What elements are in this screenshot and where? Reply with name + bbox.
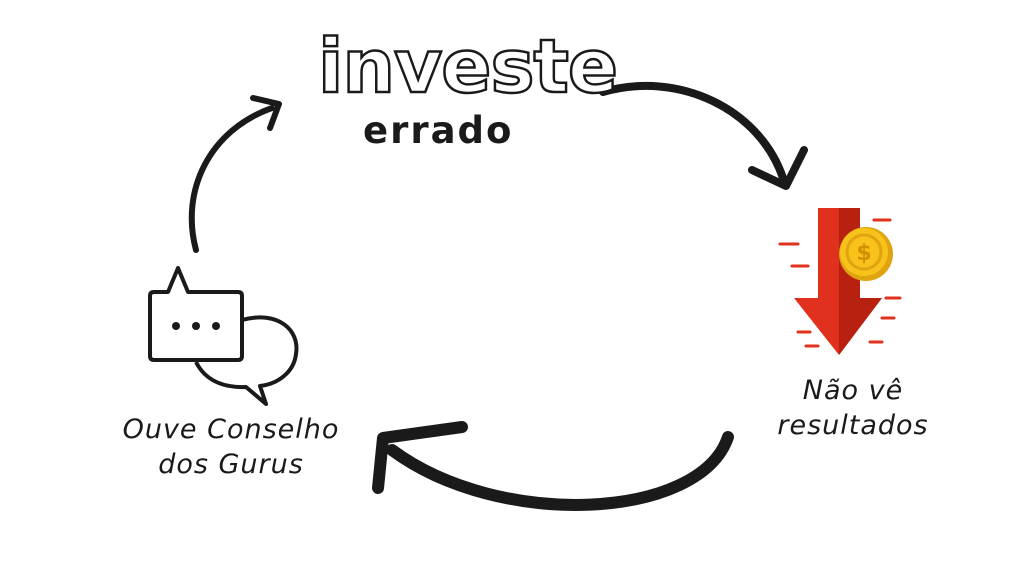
chat-bubble-back [194,315,299,406]
arrow-top-right-head [748,146,808,190]
title-errado: errado [363,109,514,152]
arrow-left [188,105,275,253]
coin-symbol: $ [856,241,871,266]
node-label-line: dos Gurus [158,449,304,480]
chat-bubble-front [148,266,244,362]
arrow-bottom [386,431,734,511]
chat-bubbles-icon [148,266,299,406]
node-label-line: resultados [777,410,929,441]
node-ouve-conselho: Ouve Conselho dos Gurus [96,412,366,482]
down-arrow-coin-icon: $ [778,208,902,355]
arrow-top-right [599,81,787,182]
speed-lines [778,218,902,348]
chat-dot [192,322,200,330]
node-label-line: Não vê [802,375,904,406]
node-label-line: Ouve Conselho [122,414,340,445]
chat-dot [212,322,220,330]
arrow-bottom-head [372,421,468,494]
chat-dot [172,322,180,330]
node-nao-ve-resultados: Não vê resultados [748,373,958,443]
coin-inner [845,233,883,271]
title-investe: investe [317,24,620,110]
arrow-left-head [250,95,282,131]
